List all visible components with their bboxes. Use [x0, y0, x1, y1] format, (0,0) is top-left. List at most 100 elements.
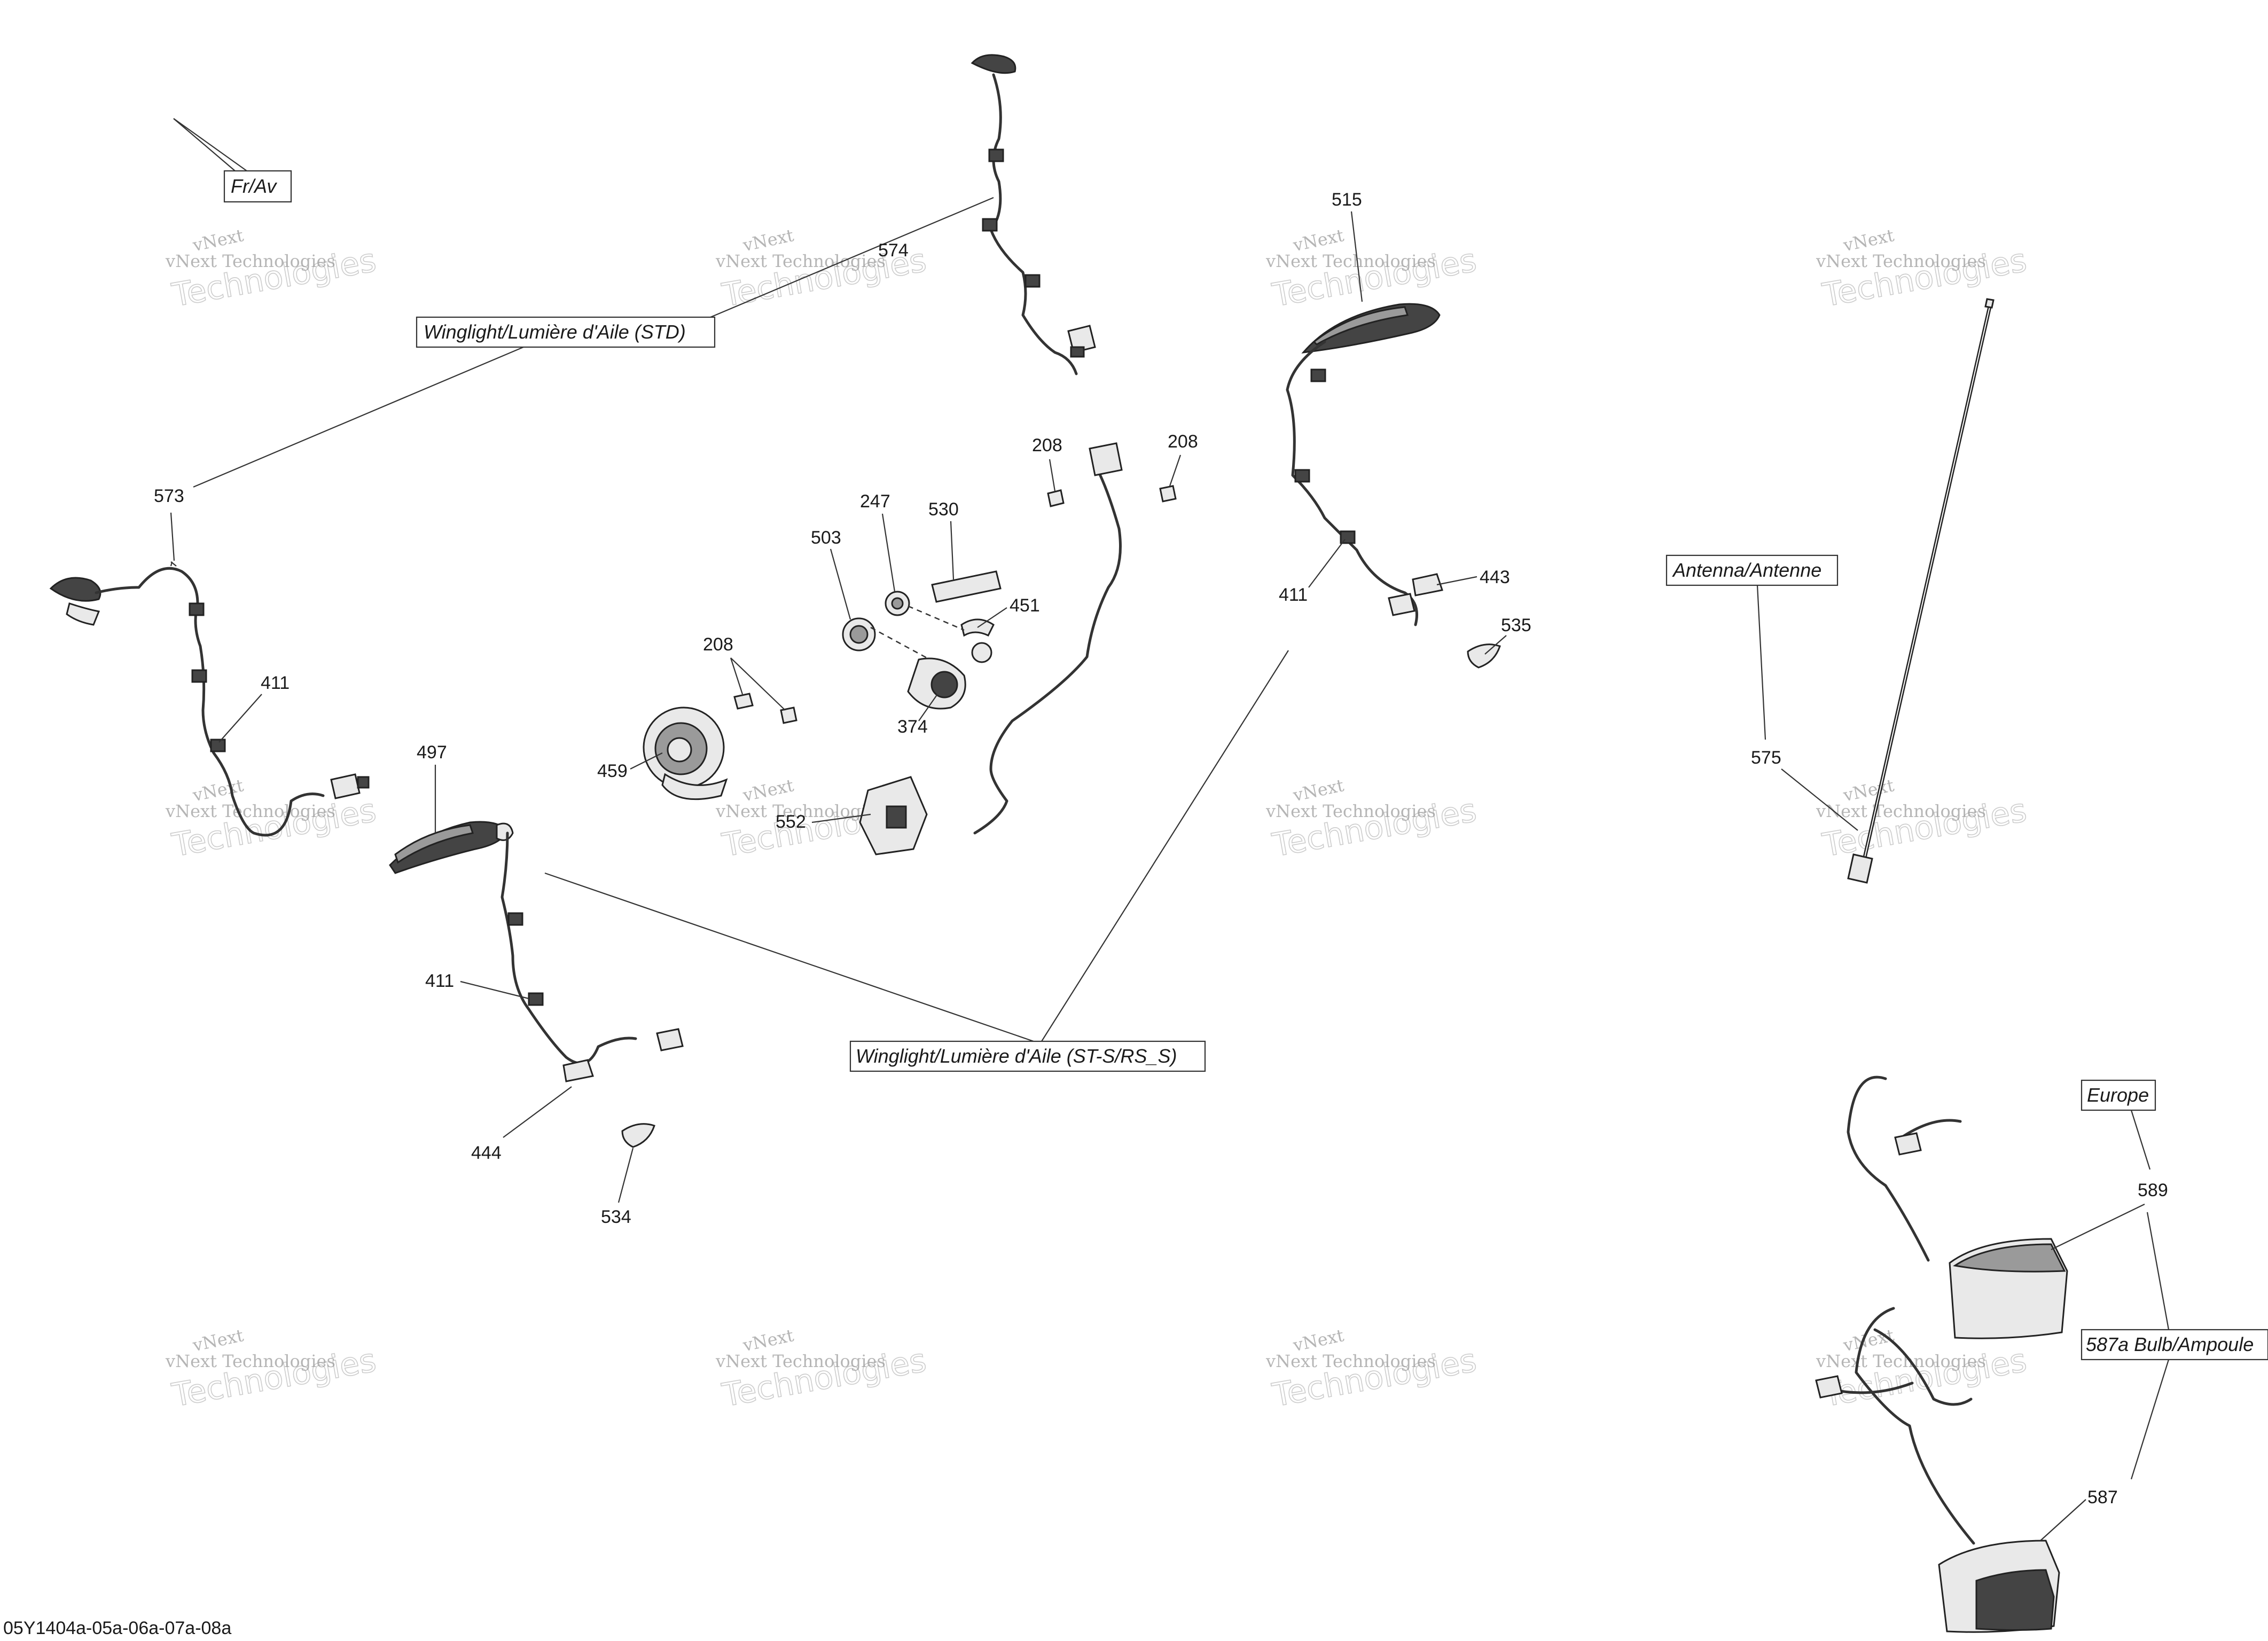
- connector: [1815, 1375, 1843, 1399]
- winglight-mount: [496, 822, 514, 841]
- leader-line: [630, 752, 663, 770]
- connector: [330, 773, 361, 799]
- winglight-lens-highlight: [1312, 306, 1409, 346]
- leader-line: [1308, 539, 1346, 588]
- winglight-st-s-callout: Winglight/Lumière d'Aile (ST-S/RS_S): [544, 650, 1289, 1072]
- harness-wire: [973, 468, 1122, 835]
- leader-line: [460, 980, 529, 1000]
- watermark-line: vNext Technologies: [1265, 801, 1436, 821]
- watermark: vNext vNext Technologies Technologies: [1265, 225, 1480, 315]
- harness-wire: [95, 567, 325, 837]
- horn-center: [667, 737, 692, 763]
- watermark: vNext vNext Technologies Technologies: [1816, 225, 2030, 315]
- watermark: vNext vNext Technologies Technologies: [715, 225, 929, 315]
- leader-line: [1169, 454, 1182, 486]
- leader-line: [950, 521, 955, 580]
- lamp-587-front: [1975, 1569, 2055, 1631]
- leader-line: [170, 512, 175, 561]
- connector: [1894, 1132, 1922, 1156]
- clamp-451-ring: [971, 642, 992, 663]
- front-label: Fr/Av: [231, 175, 277, 197]
- harness-wire: [1847, 1075, 1930, 1262]
- part-number: 530: [928, 499, 959, 520]
- part-number: 574: [878, 240, 909, 261]
- antenna-tip: [1984, 298, 1995, 309]
- leader-line: [617, 1148, 634, 1203]
- leader-line: [1436, 576, 1477, 586]
- leader-line: [503, 1086, 572, 1138]
- socket-374-core: [930, 671, 958, 698]
- part-number: 459: [597, 761, 628, 781]
- harness-wire: [500, 831, 637, 1065]
- winglight-515: 515 411 443 535: [1279, 190, 1531, 669]
- winglight-std-box: [416, 316, 716, 348]
- part-number: 208: [1032, 435, 1062, 456]
- bracket-444: [562, 1059, 594, 1082]
- leader-line: [881, 513, 896, 592]
- light-socket: [971, 54, 1016, 74]
- winglight-st-s-box: [849, 1040, 1206, 1072]
- leader-line: [918, 694, 938, 721]
- part-number: 411: [261, 673, 290, 693]
- assembly-line: [908, 605, 965, 631]
- light-socket: [49, 577, 101, 602]
- harness-573: 573 411: [49, 486, 370, 837]
- watermark: vNext vNext Technologies Technologies: [165, 225, 379, 315]
- leader-line: [811, 813, 871, 823]
- lamp-589-top: [1953, 1243, 2066, 1273]
- label-530: [931, 570, 1002, 603]
- clip: [982, 218, 998, 232]
- leader-line: [2130, 1359, 2170, 1480]
- clamp-451: [960, 618, 995, 637]
- watermark-line: vNext Technologies: [165, 801, 335, 821]
- leader-line: [1041, 650, 1289, 1042]
- front-box: [223, 170, 292, 203]
- winglight-lens: [1301, 303, 1441, 354]
- bulb-label: 587a Bulb/Ampoule: [2086, 1333, 2254, 1355]
- winglight-std-callout: Winglight/Lumière d'Aile (STD): [193, 197, 994, 488]
- watermark-line: vNext Technologies: [715, 251, 886, 271]
- leader-line: [193, 346, 524, 488]
- part-number: 444: [471, 1143, 502, 1163]
- socket-base: [66, 602, 100, 626]
- leader-line: [2130, 1110, 2151, 1170]
- watermark-line: vNext Technologies: [165, 1351, 335, 1371]
- part-number: 443: [1480, 567, 1510, 587]
- leader-line: [1049, 459, 1056, 492]
- europe-label: Europe: [2087, 1084, 2149, 1106]
- clip: [988, 148, 1004, 162]
- connector-end: [1070, 346, 1085, 358]
- part-number: 208: [703, 634, 733, 655]
- leader-line: [544, 872, 1034, 1042]
- bulb-box: [2081, 1329, 2268, 1361]
- leader-line: [977, 607, 1007, 628]
- clip: [1024, 274, 1041, 288]
- leader-line: [830, 548, 851, 620]
- harness-wire: [1855, 1307, 1975, 1545]
- leader-line: [730, 657, 744, 695]
- europe-box: [2081, 1079, 2156, 1111]
- winglight-st-s-label: Winglight/Lumière d'Aile (ST-S/RS_S): [856, 1045, 1177, 1067]
- front-indicator: Fr/Av: [173, 118, 292, 203]
- antenna-box: [1665, 554, 1839, 586]
- part-number: 589: [2138, 1180, 2168, 1200]
- leader-line: [218, 694, 262, 743]
- part-number: 374: [897, 717, 928, 737]
- winglight-std-label: Winglight/Lumière d'Aile (STD): [424, 321, 686, 343]
- harness-wire: [1286, 340, 1418, 626]
- assembly-line: [870, 626, 935, 663]
- leader-line: [730, 657, 786, 711]
- leader-line: [170, 561, 177, 567]
- watermark-line: vNext Technologies: [715, 1351, 886, 1371]
- part-number: 247: [860, 491, 890, 512]
- leader-line: [1484, 635, 1507, 655]
- front-arrow-line: [173, 118, 236, 171]
- watermark: vNext vNext Technologies Technologies: [165, 1325, 379, 1415]
- horn-base: [661, 773, 728, 800]
- center-cluster: 208 459 503 247 530 451: [597, 431, 1198, 855]
- leader-line: [1781, 768, 1858, 831]
- watermark-line: vNext Technologies: [1816, 801, 1986, 821]
- connector: [1388, 593, 1415, 616]
- nut-208: [733, 693, 754, 710]
